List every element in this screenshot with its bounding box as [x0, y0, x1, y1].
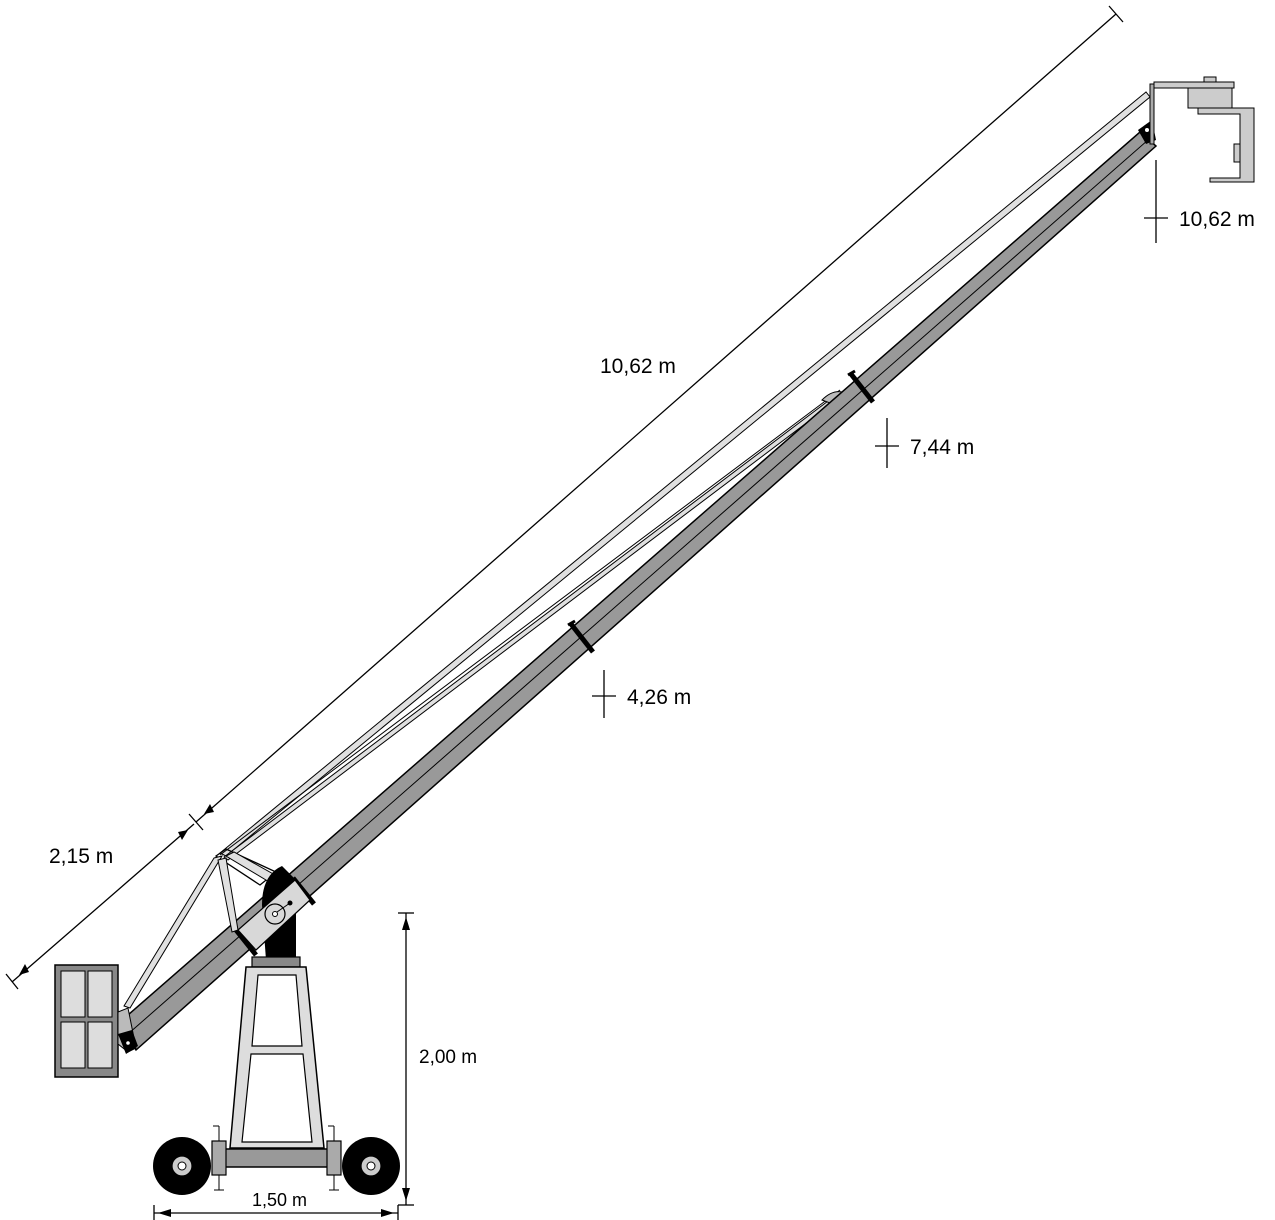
height-label-3: 10,62 m	[1179, 208, 1255, 231]
rear-length-dimension	[5, 823, 195, 990]
height-marker-1	[592, 670, 616, 718]
base-height-dimension	[398, 912, 414, 1206]
height-label-2: 7,44 m	[910, 436, 974, 459]
base-width-dimension	[153, 1205, 399, 1220]
base-width-label: 1,50 m	[252, 1190, 307, 1210]
base-tower	[211, 956, 342, 1191]
rear-length-label: 2,15 m	[49, 845, 113, 868]
height-marker-3	[1144, 160, 1168, 243]
boom-length-label: 10,62 m	[600, 355, 676, 378]
left-wheel	[153, 1137, 211, 1195]
right-wheel	[342, 1137, 400, 1195]
height-marker-2	[875, 418, 899, 468]
base-height-label: 2,00 m	[419, 1047, 477, 1068]
camera-head	[1149, 76, 1255, 183]
pivot-head	[237, 866, 311, 960]
height-label-1: 4,26 m	[627, 686, 691, 709]
boom-length-dimension	[188, 5, 1124, 831]
counterweight	[54, 964, 138, 1078]
